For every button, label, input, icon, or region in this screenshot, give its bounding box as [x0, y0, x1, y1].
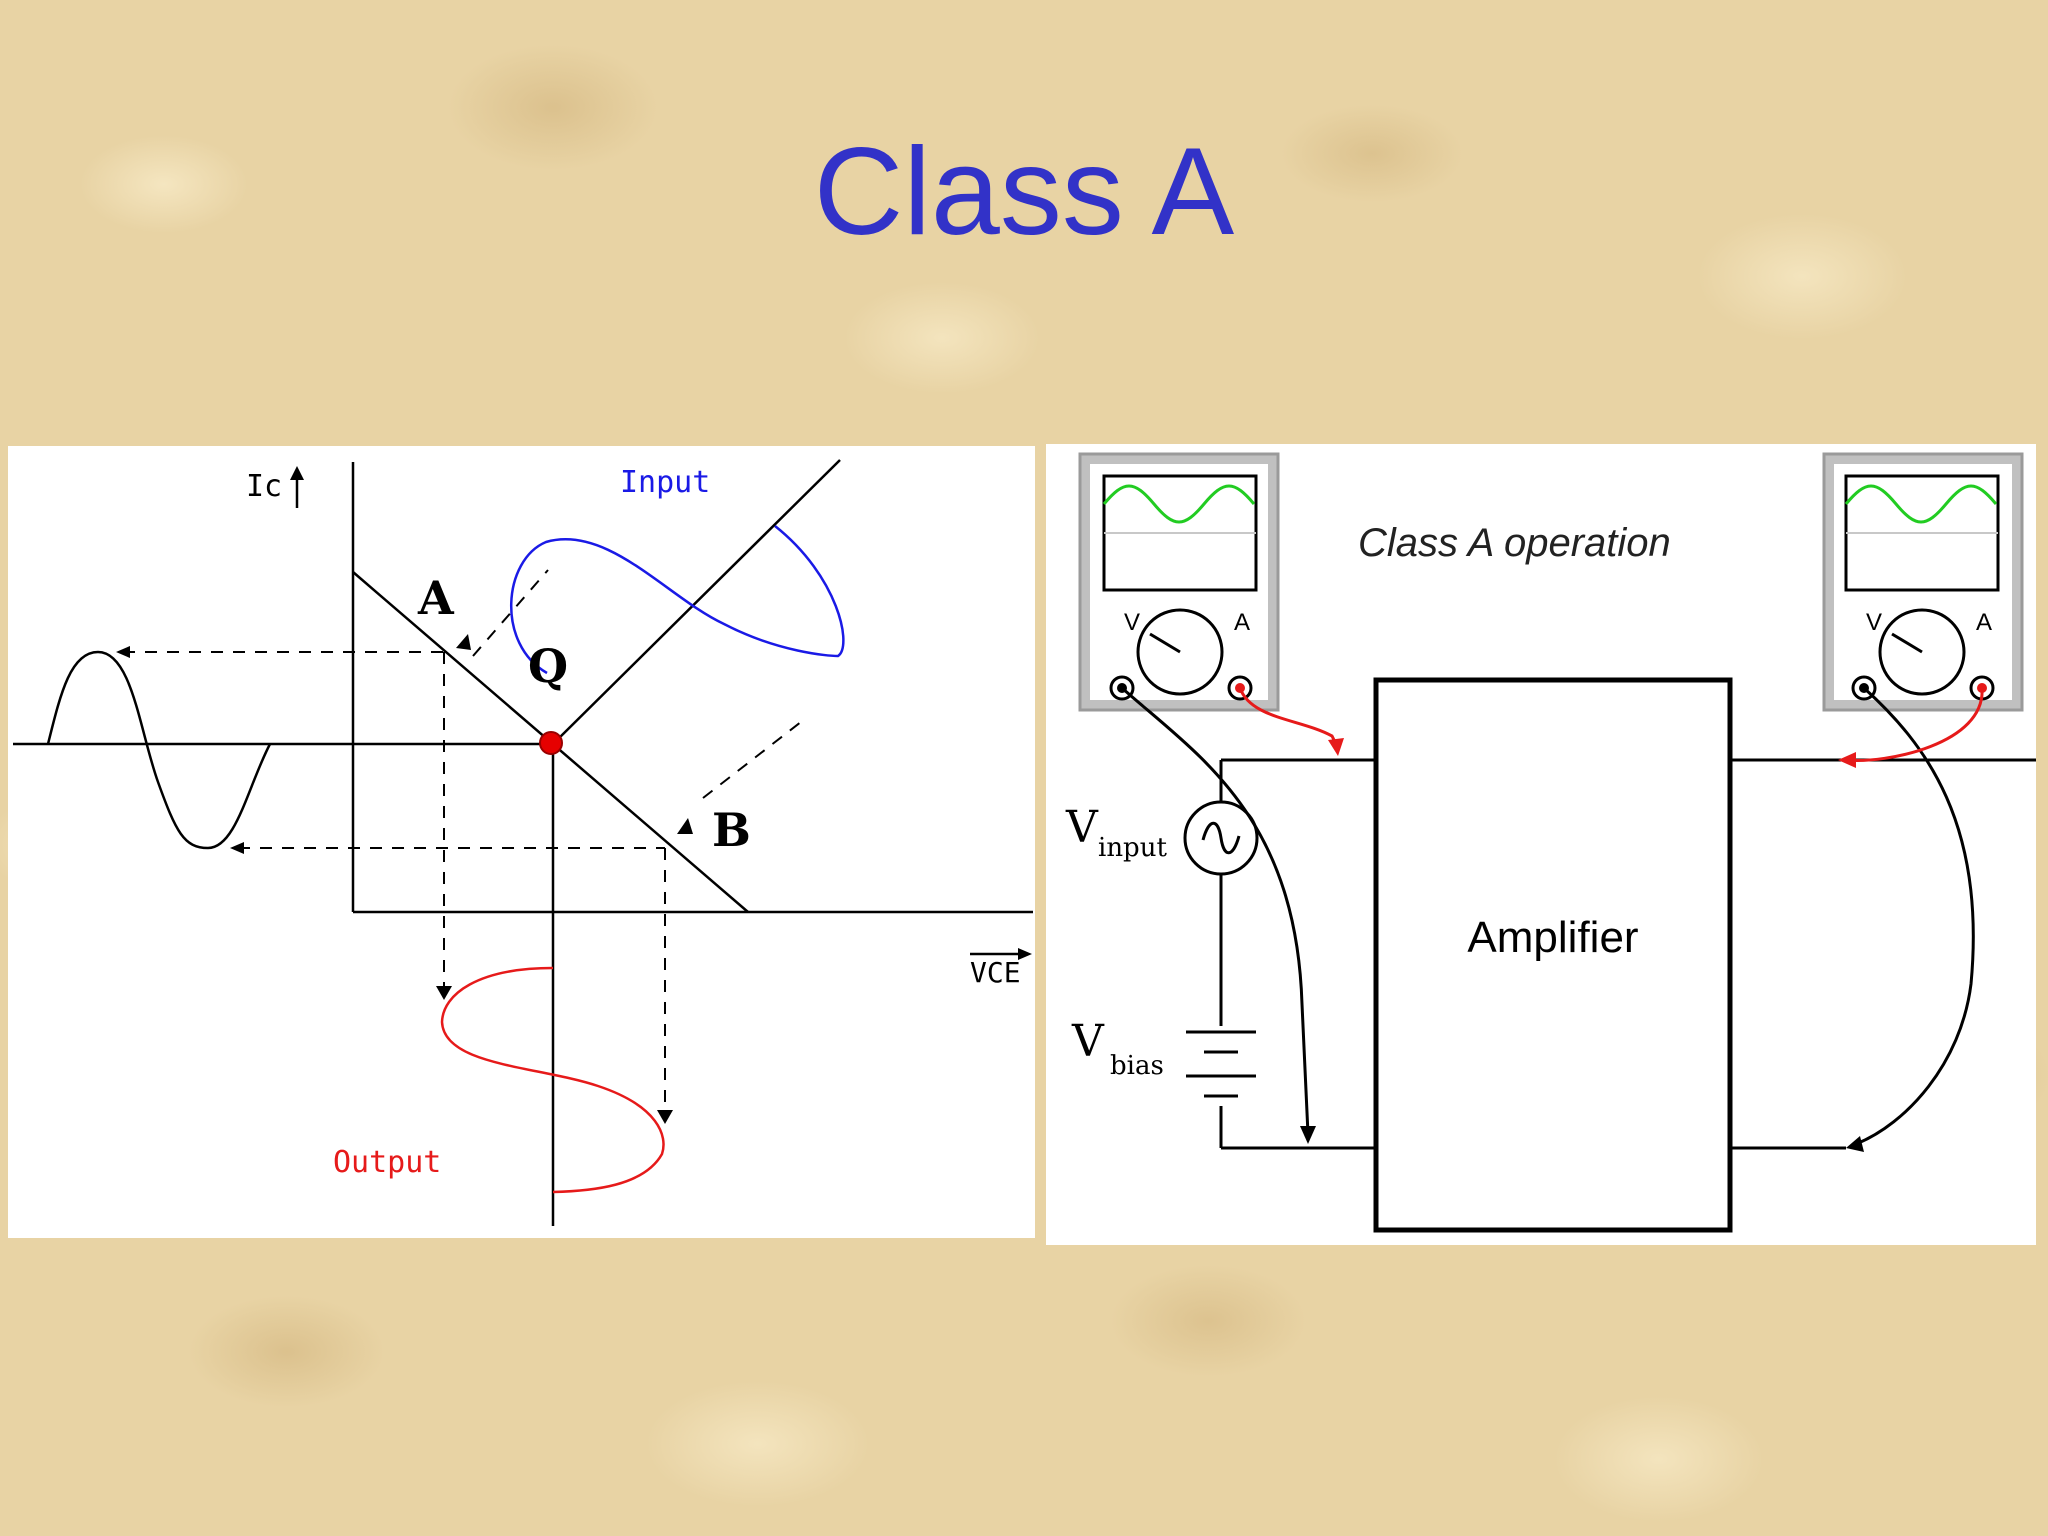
point-b-label: B	[712, 803, 751, 857]
input-meter-v-label: V	[1124, 609, 1140, 636]
base-current-waveform	[46, 650, 272, 850]
load-line-diagram: Ic VCE Input Output	[8, 446, 1035, 1238]
vce-axis-label: VCE	[970, 956, 1021, 989]
output-wiring	[1730, 758, 2036, 1150]
q-point	[539, 731, 563, 755]
slide-title: Class A	[813, 123, 1235, 261]
input-meter: V A	[1078, 452, 1280, 712]
projection-lines	[123, 569, 807, 1112]
amplifier-block	[1373, 677, 1733, 1233]
point-a-label: A	[417, 571, 455, 625]
v-bias-label: V	[1071, 1016, 1105, 1067]
output-red-probe-lead	[1845, 687, 1984, 762]
circuit-caption: Class A operation	[1358, 521, 1671, 565]
output-meter-v-label: V	[1866, 609, 1882, 636]
v-input-label: V	[1065, 802, 1099, 853]
output-meter: V A	[1822, 452, 2024, 712]
output-meter-trace	[1844, 484, 1998, 524]
battery-icon	[1186, 1030, 1256, 1098]
ic-arrow-icon	[290, 466, 304, 508]
output-black-probe-lead	[1855, 686, 1975, 1146]
v-bias-subscript: bias	[1110, 1051, 1164, 1081]
amplifier-label: Amplifier	[1467, 913, 1638, 962]
ic-axis-label: Ic	[246, 469, 282, 504]
input-meter-a-label: A	[1234, 609, 1250, 636]
class-a-circuit-diagram: Class A operation V A V	[1046, 444, 2036, 1245]
input-projection-axis	[552, 459, 841, 745]
point-q-label: Q	[528, 639, 568, 693]
projection-arrowheads	[116, 634, 693, 1124]
input-label: Input	[620, 465, 710, 500]
output-signal	[440, 966, 665, 1194]
input-signal	[510, 525, 845, 675]
input-black-probe-lead	[1121, 686, 1310, 1135]
ac-source-icon	[1183, 800, 1259, 876]
input-red-probe-lead	[1238, 687, 1338, 745]
output-meter-a-label: A	[1976, 609, 1992, 636]
vce-arrow-icon	[970, 948, 1032, 960]
output-label: Output	[333, 1145, 441, 1180]
input-meter-trace	[1102, 484, 1256, 524]
v-input-subscript: input	[1098, 833, 1167, 863]
